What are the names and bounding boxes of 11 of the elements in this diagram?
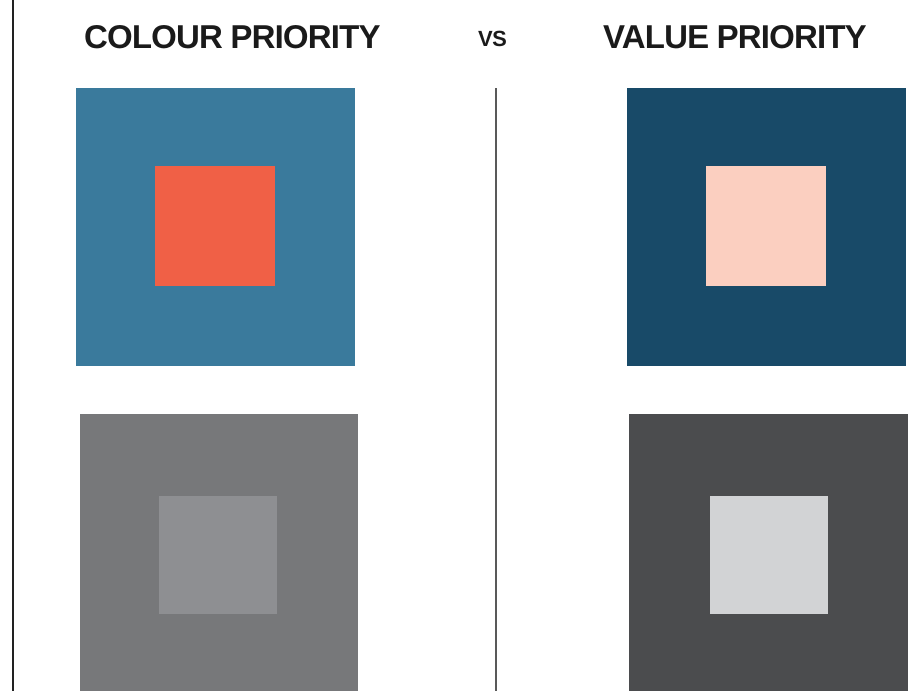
outer-square — [80, 414, 358, 691]
inner-square — [710, 496, 828, 614]
inner-square — [706, 166, 826, 286]
outer-square — [627, 88, 906, 366]
heading: COLOUR PRIORITY — [84, 17, 380, 57]
heading: VALUE PRIORITY — [603, 17, 866, 57]
outer-square — [76, 88, 355, 366]
inner-square — [155, 166, 275, 286]
heading: VS — [478, 25, 506, 53]
inner-square — [159, 496, 277, 614]
outer-square — [629, 414, 908, 691]
